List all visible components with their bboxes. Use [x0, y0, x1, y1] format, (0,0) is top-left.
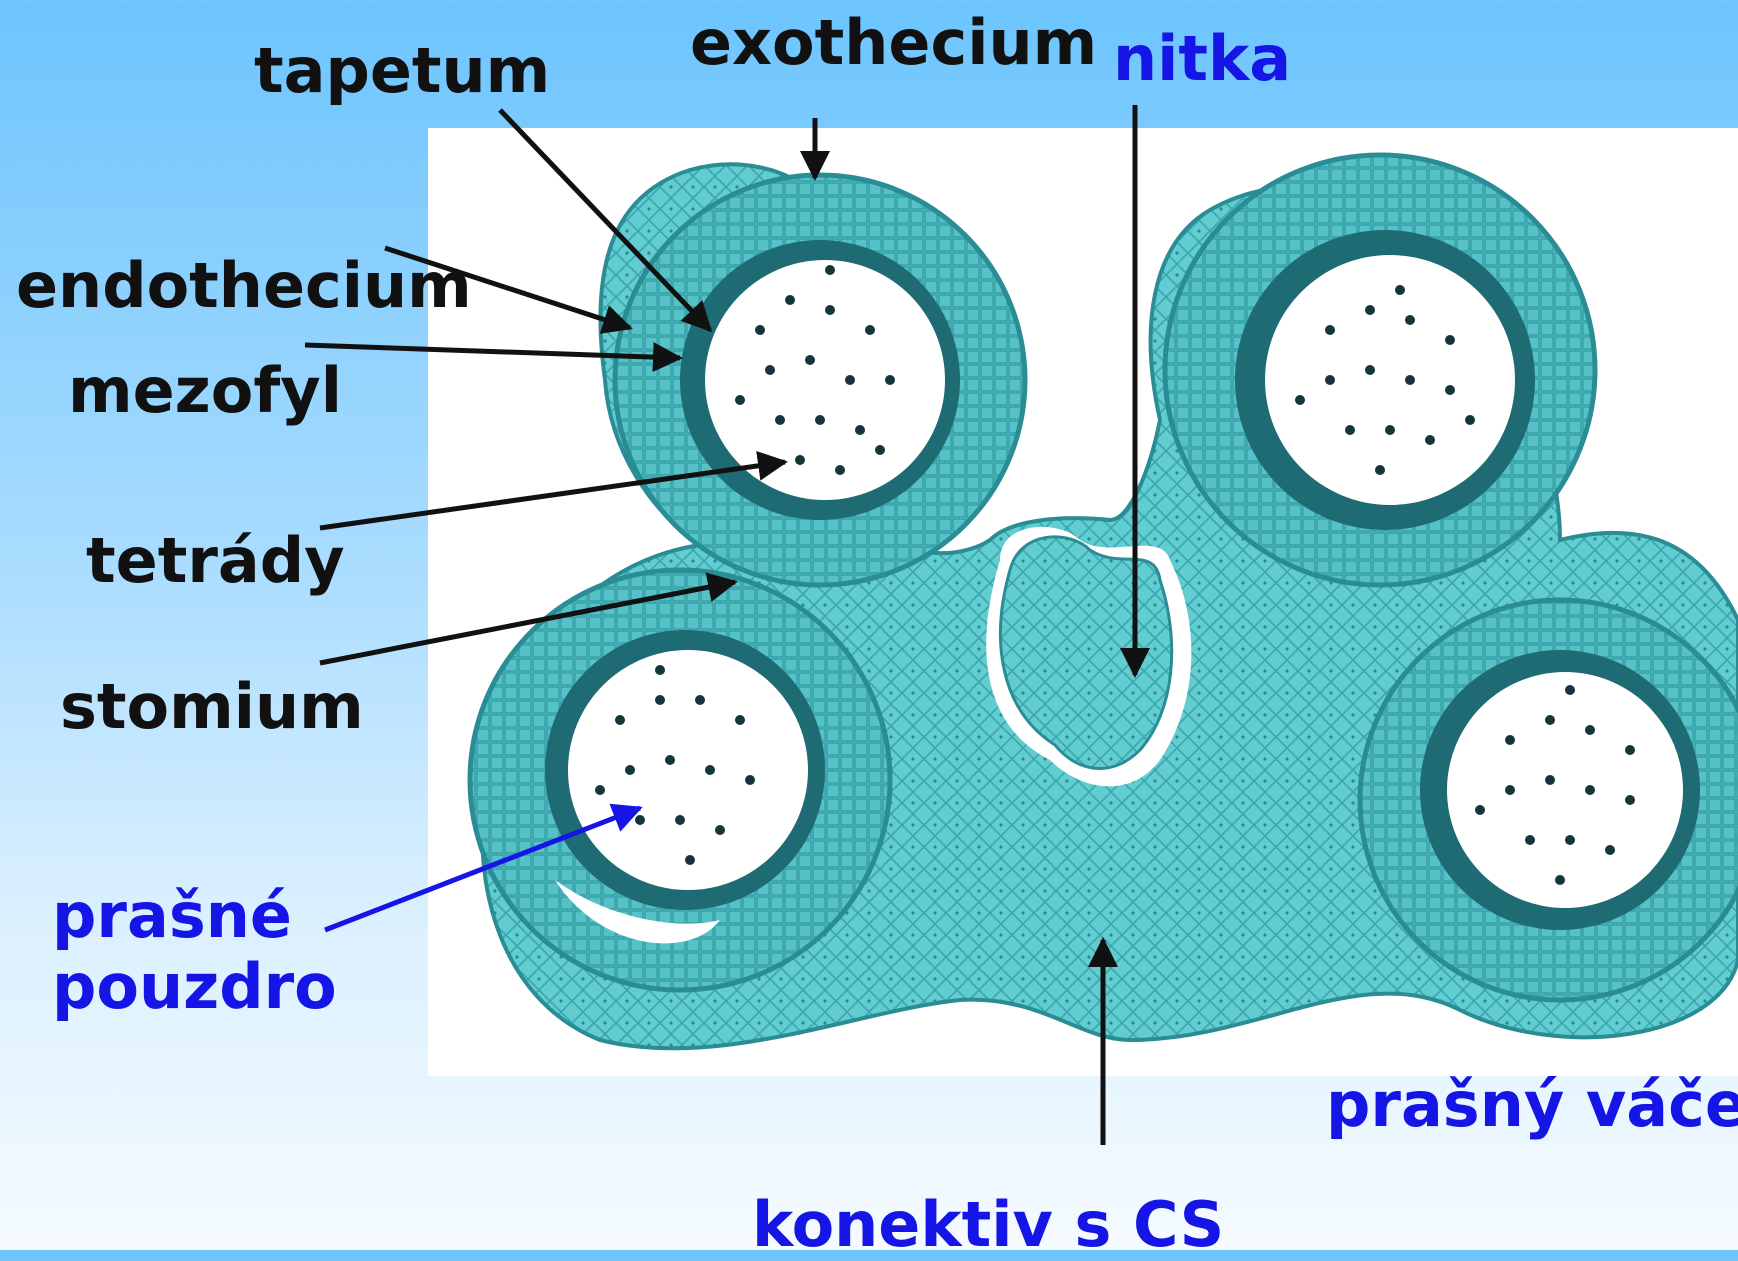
label-mezofyl: mezofyl	[68, 360, 342, 422]
label-endothecium: endothecium	[16, 255, 472, 317]
label-exothecium: exothecium	[690, 12, 1097, 74]
theca-lower-left	[470, 570, 890, 990]
theca-upper-right	[1165, 155, 1595, 585]
label-nitka: nitka	[1113, 28, 1291, 90]
label-tetrady: tetrády	[86, 530, 345, 592]
theca-lower-right	[1360, 600, 1738, 1000]
label-prasne-pouzdro: prašné pouzdro	[52, 880, 292, 1023]
label-prasne-pouzdro-line2: pouzdro	[52, 951, 292, 1022]
theca-upper-left	[615, 175, 1025, 585]
label-konektiv: konektiv s CS	[752, 1194, 1224, 1256]
label-stomium: stomium	[60, 676, 364, 738]
label-tapetum: tapetum	[254, 40, 550, 102]
label-prasne-pouzdro-line1: prašné	[52, 880, 292, 951]
